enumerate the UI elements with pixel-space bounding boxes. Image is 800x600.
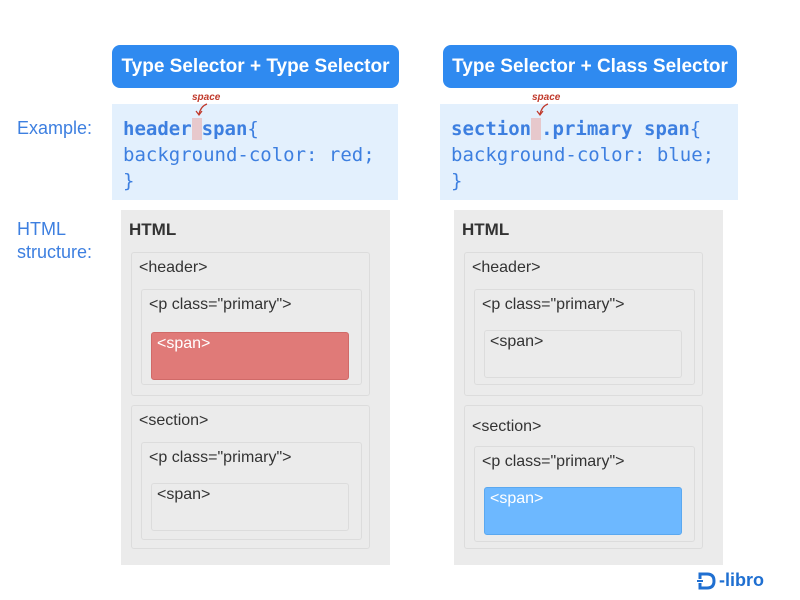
right-header-p-tag: <p class="primary"> bbox=[482, 296, 625, 313]
left-section-span: <span> bbox=[151, 483, 349, 531]
left-selector-header: Type Selector + Type Selector bbox=[112, 45, 399, 88]
left-header-p-box: <p class="primary"> <span> bbox=[141, 289, 362, 385]
left-header-box: <header> <p class="primary"> <span> bbox=[131, 252, 370, 396]
left-selector-b: span bbox=[201, 118, 248, 140]
html-structure-label-line1: HTML bbox=[17, 219, 66, 239]
right-declaration: background-color: blue; bbox=[451, 144, 715, 166]
right-space-arrow-icon bbox=[536, 103, 549, 116]
left-section-p-tag: <p class="primary"> bbox=[149, 449, 292, 466]
left-close-brace: } bbox=[123, 170, 135, 192]
right-selector-b: .primary span bbox=[541, 118, 690, 140]
right-header-tag: <header> bbox=[472, 259, 541, 276]
left-space-arrow-icon bbox=[195, 103, 208, 116]
html-structure-label: HTML structure: bbox=[17, 218, 92, 264]
left-section-box: <section> <p class="primary"> <span> bbox=[131, 405, 370, 549]
right-space-note: space bbox=[532, 92, 561, 103]
left-space-marker bbox=[191, 118, 202, 140]
right-section-p-tag: <p class="primary"> bbox=[482, 453, 625, 470]
right-section-box: <section> <p class="primary"> <span> bbox=[464, 405, 703, 549]
left-header-span-highlighted: <span> bbox=[151, 332, 349, 380]
left-panel-title: HTML bbox=[129, 220, 177, 239]
d-libro-logo: - libro bbox=[697, 570, 764, 591]
right-header-box: <header> <p class="primary"> <span> bbox=[464, 252, 703, 396]
right-header-p-box: <p class="primary"> <span> bbox=[474, 289, 695, 385]
left-header-p-tag: <p class="primary"> bbox=[149, 296, 292, 313]
d-libro-logo-icon bbox=[697, 572, 716, 589]
left-code-block: header span{ background-color: red; } bbox=[112, 104, 398, 200]
right-panel-title: HTML bbox=[462, 220, 510, 239]
right-section-tag: <section> bbox=[472, 418, 542, 435]
right-close-brace: } bbox=[451, 170, 463, 192]
left-html-panel: HTML <header> <p class="primary"> <span>… bbox=[121, 210, 390, 565]
example-label: Example: bbox=[17, 118, 93, 138]
right-section-span-highlighted: <span> bbox=[484, 487, 682, 535]
right-header-span: <span> bbox=[484, 330, 682, 378]
left-declaration: background-color: red; bbox=[123, 144, 375, 166]
logo-text: libro bbox=[725, 570, 764, 590]
left-section-tag: <section> bbox=[139, 412, 209, 429]
right-section-span-tag: <span> bbox=[490, 490, 544, 507]
left-section-p-box: <p class="primary"> <span> bbox=[141, 442, 362, 540]
right-html-panel: HTML <header> <p class="primary"> <span>… bbox=[454, 210, 723, 565]
right-selector-header: Type Selector + Class Selector bbox=[443, 45, 737, 88]
left-selector-a: header bbox=[123, 118, 192, 140]
html-structure-label-line2: structure: bbox=[17, 242, 93, 262]
right-selector-a: section bbox=[451, 118, 532, 140]
left-header-tag: <header> bbox=[139, 259, 208, 276]
left-header-span-tag: <span> bbox=[157, 335, 211, 352]
left-space-note: space bbox=[192, 92, 221, 103]
right-section-p-box: <p class="primary"> <span> bbox=[474, 446, 695, 542]
right-code-block: section .primary span{ background-color: … bbox=[440, 104, 738, 200]
left-open-brace: { bbox=[247, 118, 259, 140]
right-open-brace: { bbox=[689, 118, 702, 140]
left-section-span-tag: <span> bbox=[157, 486, 211, 503]
right-space-marker bbox=[531, 118, 542, 140]
logo-dash: - bbox=[719, 570, 725, 590]
right-header-span-tag: <span> bbox=[490, 333, 544, 350]
